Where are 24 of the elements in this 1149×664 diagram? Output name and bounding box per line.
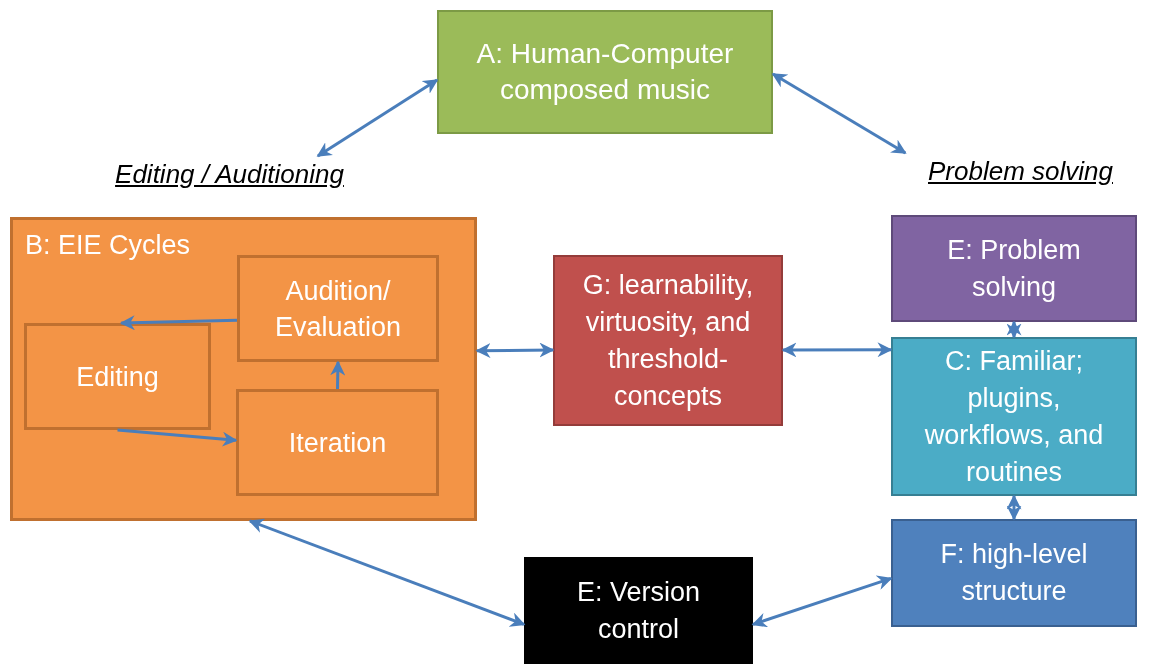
process-box: Audition/ Evaluation — [237, 255, 439, 362]
arrow — [781, 342, 893, 358]
arrow — [316, 78, 439, 158]
arrow — [771, 72, 907, 155]
section-heading: Problem solving — [903, 153, 1138, 189]
arrow — [117, 428, 238, 447]
process-box: G: learnability, virtuosity, and threshold-concepts — [553, 255, 783, 426]
process-box: E: Version control — [524, 557, 753, 664]
process-box: F: high-level structure — [891, 519, 1137, 627]
arrow — [751, 575, 893, 628]
group-title: B: EIE Cycles — [25, 229, 191, 262]
arrow — [248, 518, 526, 627]
process-box: Iteration — [236, 389, 439, 496]
process-box: C: Familiar; plugins, workflows, and routines — [891, 337, 1137, 496]
arrow — [1006, 494, 1022, 521]
group-box — [10, 217, 477, 521]
section-heading: Editing / Auditioning — [87, 156, 372, 192]
arrow — [330, 360, 346, 390]
process-box: A: Human-Computer composed music — [437, 10, 773, 134]
process-box: Editing — [24, 323, 211, 430]
arrow — [475, 342, 555, 359]
process-box: E: Problem solving — [891, 215, 1137, 322]
arrow — [119, 315, 238, 331]
arrow — [1006, 320, 1022, 339]
